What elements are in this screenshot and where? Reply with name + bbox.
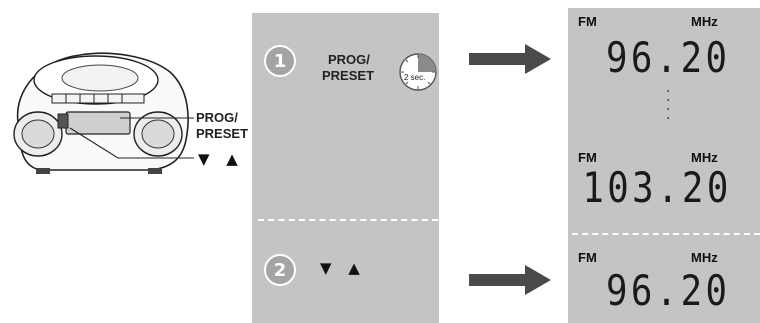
display-2-band: FM bbox=[578, 150, 597, 165]
timer-label: 2 sec. bbox=[404, 73, 426, 82]
device-arrows-label: ▼ ▲ bbox=[198, 150, 244, 168]
display-3-band: FM bbox=[578, 250, 597, 265]
step-1-label-line1: PROG/ bbox=[328, 52, 370, 67]
timer-icon: 2 sec. bbox=[398, 52, 438, 92]
display-1-continuation-dots: ···· bbox=[666, 85, 670, 126]
display-divider bbox=[572, 233, 760, 235]
step-1-badge: 1 bbox=[264, 45, 296, 77]
display-1-band: FM bbox=[578, 14, 597, 29]
display-1-unit: MHz bbox=[691, 14, 718, 29]
arrow-step-2-icon bbox=[469, 265, 551, 295]
display-3-unit: MHz bbox=[691, 250, 718, 265]
step-1-label-line2: PRESET bbox=[322, 68, 375, 83]
device-prog-preset-line1: PROG/ bbox=[196, 110, 238, 125]
instruction-divider bbox=[258, 219, 438, 221]
step-1-prog-preset-label: PROG/ PRESET bbox=[322, 52, 374, 84]
device-prog-preset-line2: PRESET bbox=[196, 126, 249, 141]
arrow-step-1 bbox=[469, 44, 551, 74]
boombox-drawing bbox=[13, 52, 194, 174]
device-prog-preset-label: PROG/ PRESET bbox=[196, 110, 248, 142]
timer-drawing bbox=[399, 53, 437, 91]
arrow-step-1-icon bbox=[469, 44, 551, 74]
boombox-illustration: PROG/ PRESET ▼ ▲ bbox=[0, 0, 250, 323]
step-2-arrows-label: ▼ ▲ bbox=[320, 259, 366, 277]
display-3-frequency: 96.20 bbox=[605, 266, 730, 315]
display-panel bbox=[568, 8, 760, 323]
display-2-frequency: 103.20 bbox=[582, 163, 732, 212]
display-2-unit: MHz bbox=[691, 150, 718, 165]
step-2-badge: 2 bbox=[264, 254, 296, 286]
display-1-frequency: 96.20 bbox=[605, 33, 730, 82]
arrow-step-2 bbox=[469, 265, 551, 295]
